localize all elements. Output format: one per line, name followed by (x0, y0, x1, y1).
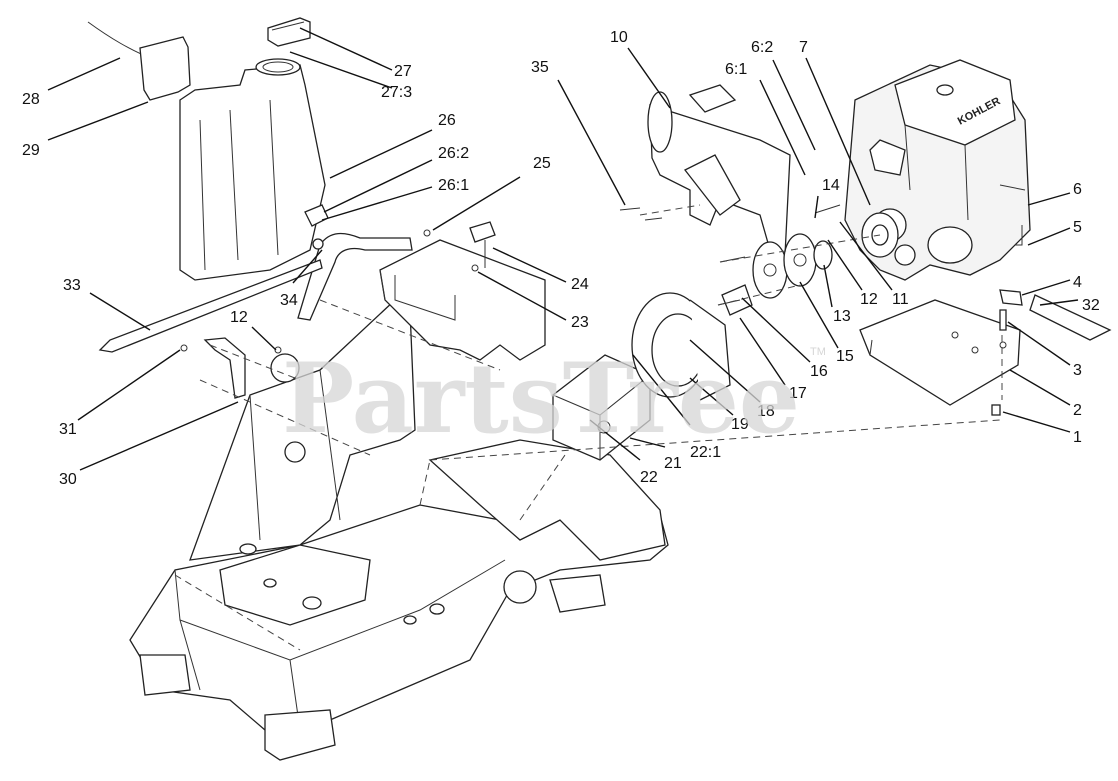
watermark-text: PartsTree (282, 342, 800, 455)
callout-35: 35 (531, 59, 549, 76)
callout-14: 14 (822, 177, 840, 194)
callout-6-1: 6:1 (725, 61, 747, 78)
callout-12-left: 12 (230, 309, 248, 326)
engine-mount-plate (859, 299, 1021, 416)
watermark-trademark: TM (810, 346, 826, 358)
callout-17: 17 (789, 385, 807, 402)
callout-7: 7 (799, 39, 808, 56)
callout-22: 22 (640, 469, 658, 486)
callout-13: 13 (833, 308, 851, 325)
callout-34: 34 (280, 292, 298, 309)
callout-32: 32 (1082, 297, 1100, 314)
callout-15: 15 (836, 348, 854, 365)
callout-30: 30 (59, 471, 77, 488)
callout-19: 19 (731, 416, 749, 433)
callout-24: 24 (571, 276, 589, 293)
callout-10: 10 (610, 29, 628, 46)
callout-33: 33 (63, 277, 81, 294)
callout-5: 5 (1073, 219, 1082, 236)
fuel-tank (87, 17, 326, 353)
callout-27-3: 27:3 (381, 84, 412, 101)
callout-6: 6 (1073, 181, 1082, 198)
callout-31: 31 (59, 421, 77, 438)
callout-28: 28 (22, 91, 40, 108)
callout-22-1: 22:1 (690, 444, 721, 461)
callout-3: 3 (1073, 362, 1082, 379)
callout-1: 1 (1073, 429, 1082, 446)
muffler (647, 84, 791, 256)
callout-2: 2 (1073, 402, 1082, 419)
callout-29: 29 (22, 142, 40, 159)
callout-25: 25 (533, 155, 551, 172)
callout-26: 26 (438, 112, 456, 129)
leader-lines (47, 27, 1079, 471)
callout-18: 18 (757, 403, 775, 420)
callout-6-2: 6:2 (751, 39, 773, 56)
callout-16: 16 (810, 363, 828, 380)
callout-27: 27 (394, 63, 412, 80)
callout-labels: 1 2 3 4 5 6 6:1 6:2 7 10 11 12 12 13 14 … (22, 29, 1100, 488)
callout-21: 21 (664, 455, 682, 472)
frame-assembly (129, 232, 669, 761)
callout-12-right: 12 (860, 291, 878, 308)
callout-11: 11 (892, 291, 909, 308)
partstree-watermark: PartsTree TM (282, 342, 826, 455)
callout-26-1: 26:1 (438, 177, 469, 194)
callout-26-2: 26:2 (438, 145, 469, 162)
callout-23: 23 (571, 314, 589, 331)
callout-4: 4 (1073, 274, 1082, 291)
